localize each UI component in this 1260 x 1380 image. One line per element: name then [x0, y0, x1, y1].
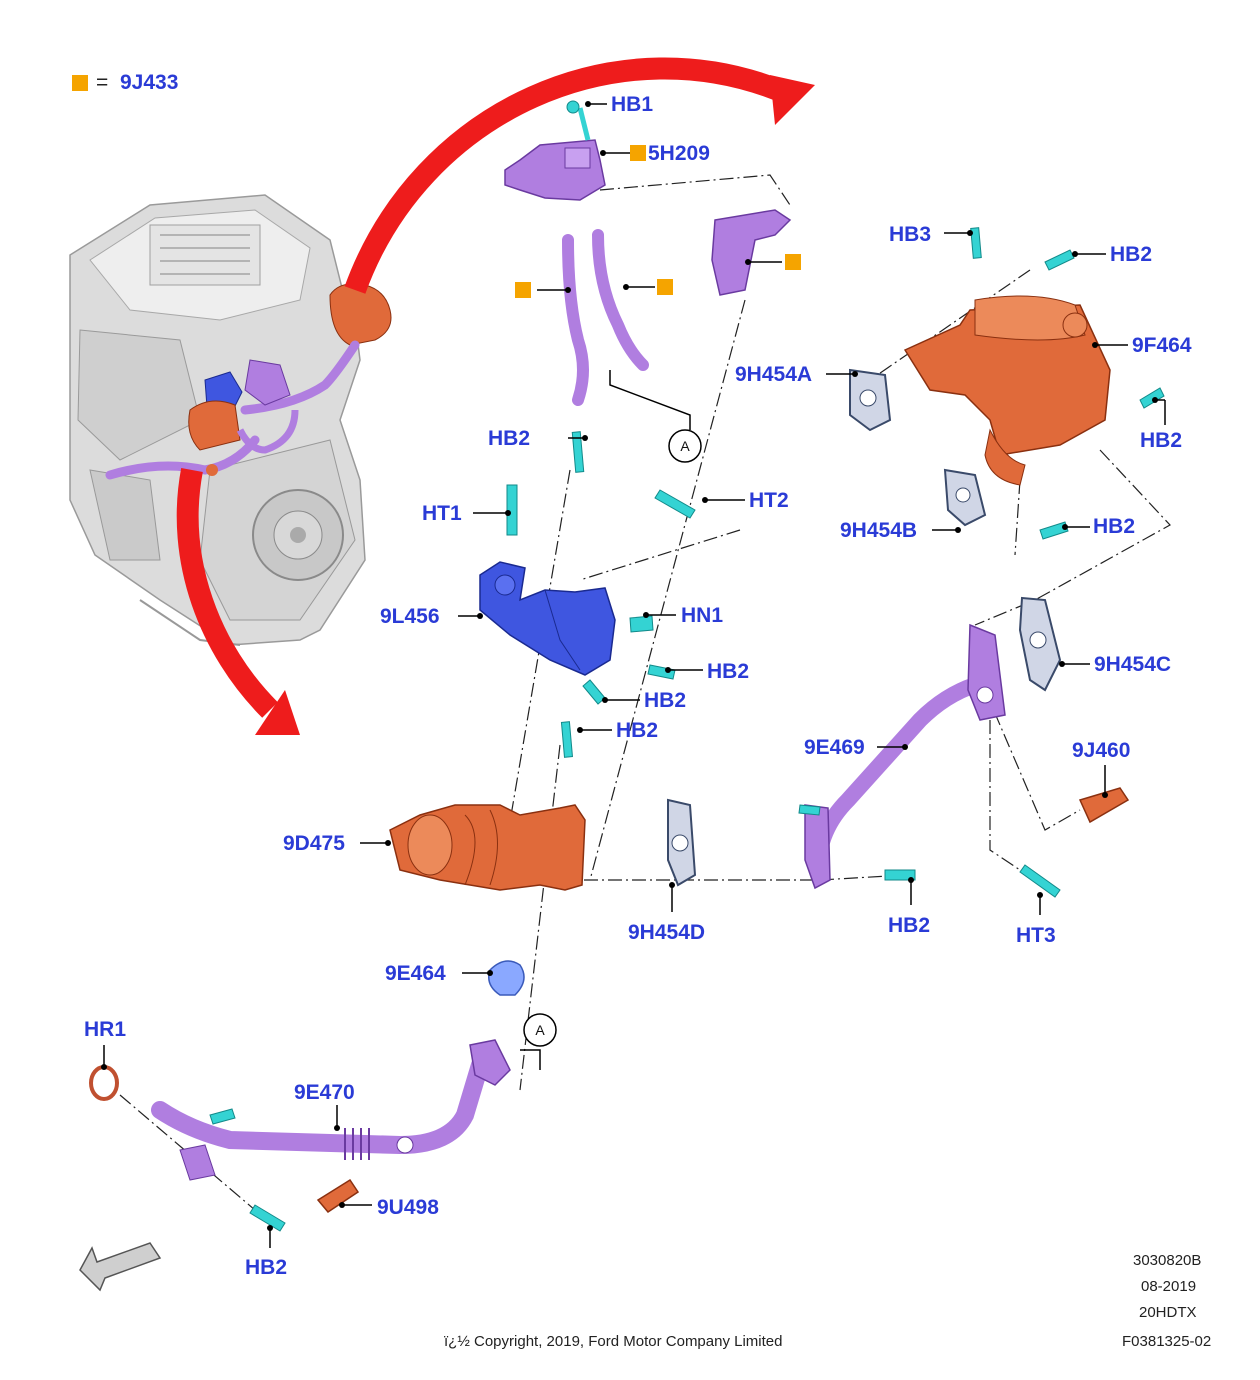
part-5h209 [504, 100, 606, 201]
label-9u498: 9U498 [377, 1196, 439, 1219]
pipe-pair [562, 229, 649, 406]
label-hb2-d: HB2 [1093, 515, 1136, 538]
label-9j460: 9J460 [1072, 739, 1131, 762]
part-9e469 [804, 623, 1006, 890]
label-hb2-e: HB2 [707, 660, 750, 683]
leader-dots [101, 101, 1158, 1231]
label-hb2-c: HB2 [488, 427, 531, 450]
label-hb2-h: HB2 [888, 914, 931, 937]
callout-lines [520, 370, 691, 1070]
engine-illustration [69, 194, 392, 646]
part-9j460 [1078, 787, 1130, 824]
legend-code: 9J433 [120, 71, 179, 94]
label-ht3: HT3 [1016, 924, 1056, 947]
footer-date: 08-2019 [1141, 1278, 1197, 1295]
label-hb2-a: HB2 [1110, 243, 1153, 266]
label-hn1: HN1 [681, 604, 724, 627]
callout-circle-a-bottom [523, 1013, 557, 1047]
label-ht1: HT1 [422, 502, 462, 525]
label-9h454c: 9H454C [1094, 653, 1172, 676]
orange-square-marker [515, 282, 531, 298]
label-9l456: 9L456 [380, 605, 440, 628]
label-hb2-f: HB2 [644, 689, 687, 712]
callout-letter-a-top: A [680, 438, 690, 454]
label-9e470: 9E470 [294, 1081, 355, 1104]
orange-square-marker [657, 279, 673, 295]
label-9e464: 9E464 [385, 962, 446, 985]
label-ht2: HT2 [749, 489, 789, 512]
gasket-9h454c [1018, 596, 1062, 692]
part-9u498 [316, 1178, 360, 1213]
leader-lines [103, 103, 1166, 1248]
gasket-9h454d [667, 798, 697, 887]
label-hr1: HR1 [84, 1018, 127, 1041]
label-9d475: 9D475 [283, 832, 345, 855]
label-9f464: 9F464 [1132, 334, 1192, 357]
label-5h209: 5H209 [648, 142, 710, 165]
label-hb2-i: HB2 [245, 1256, 288, 1279]
part-9e470 [151, 1039, 511, 1181]
part-9f464 [903, 295, 1111, 486]
red-curved-arrow [176, 57, 815, 735]
footer-code1: 3030820B [1133, 1252, 1202, 1269]
orange-square-marker [630, 145, 646, 161]
part-9l456 [479, 561, 616, 676]
fasteners [209, 227, 1165, 1232]
callout-letter-a-bottom: A [535, 1022, 545, 1038]
part-9e464 [488, 960, 525, 996]
orange-square-marker [72, 75, 88, 91]
orange-square-marker [785, 254, 801, 270]
footer-code2: 20HDTX [1139, 1304, 1197, 1321]
part-hr1 [89, 1065, 119, 1101]
label-hb3: HB3 [889, 223, 932, 246]
label-9h454a: 9H454A [735, 363, 813, 386]
label-hb2-g: HB2 [616, 719, 659, 742]
footer-code3: F0381325-02 [1122, 1333, 1212, 1350]
label-9h454d: 9H454D [628, 921, 706, 944]
label-hb1: HB1 [611, 93, 654, 116]
label-hb2-b: HB2 [1140, 429, 1183, 452]
footer-copyright: ï¿½ Copyright, 2019, Ford Motor Company … [444, 1333, 783, 1350]
label-9e469: 9E469 [804, 736, 865, 759]
legend-equals: = [96, 71, 109, 94]
direction-arrow-icon [79, 1242, 162, 1292]
callout-circle-a-top [668, 429, 702, 463]
label-9h454b: 9H454B [840, 519, 918, 542]
gasket-9h454b [943, 468, 987, 527]
pipe-bracket [711, 209, 792, 296]
gasket-9h454a [849, 368, 892, 432]
part-9d475 [389, 804, 586, 891]
